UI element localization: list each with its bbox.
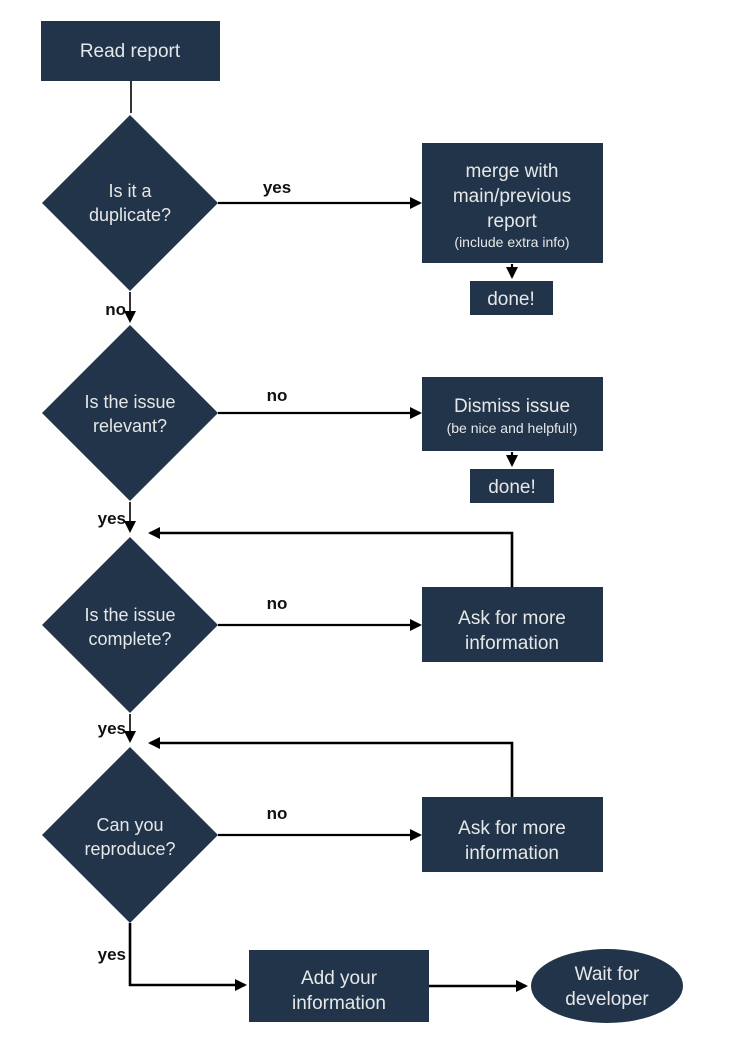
is-duplicate-line2: duplicate?: [89, 205, 171, 225]
decision-is-relevant: Is the issue relevant?: [42, 325, 218, 501]
node-ask-more-info-2: Ask for more information: [422, 797, 603, 872]
ask-more-info-1-line2: information: [465, 633, 559, 654]
wait-for-developer-ellipse: [531, 949, 683, 1023]
edge-label-complete-yes: yes: [98, 719, 126, 738]
done-merge-box: [470, 281, 553, 315]
dismiss-issue-note: (be nice and helpful!): [447, 420, 578, 436]
wait-for-developer-line2: developer: [565, 989, 649, 1010]
ask-more-info-1-box: [422, 587, 603, 662]
edge-reproduce-yes: [128, 923, 247, 991]
is-complete-diamond: [42, 537, 218, 713]
is-complete-line1: Is the issue: [84, 605, 175, 625]
read-report-box: [41, 21, 220, 81]
can-reproduce-diamond: [42, 747, 218, 923]
merge-report-box: [422, 143, 603, 263]
is-relevant-line2: relevant?: [93, 416, 167, 436]
node-done-merge: done!: [470, 281, 553, 315]
is-duplicate-diamond: [42, 115, 218, 291]
edge-label-duplicate-no: no: [105, 300, 126, 319]
decision-is-duplicate: Is it a duplicate?: [42, 115, 218, 291]
is-relevant-line1: Is the issue: [84, 392, 175, 412]
done-merge-label: done!: [487, 289, 535, 310]
node-dismiss-issue: Dismiss issue (be nice and helpful!): [422, 377, 603, 451]
done-dismiss-box: [470, 469, 554, 503]
edge-ask2-loopback: [148, 737, 514, 797]
add-your-info-line2: information: [292, 993, 386, 1014]
ask-more-info-2-line2: information: [465, 843, 559, 864]
merge-report-line3: report: [487, 211, 537, 232]
merge-report-line2: main/previous: [453, 186, 571, 207]
ask-more-info-2-line1: Ask for more: [458, 818, 566, 839]
wait-for-developer-line1: Wait for: [575, 964, 640, 985]
dismiss-issue-line1: Dismiss issue: [454, 396, 570, 417]
read-report-label: Read report: [80, 41, 181, 62]
dismiss-issue-box: [422, 377, 603, 451]
ask-more-info-1-line1: Ask for more: [458, 608, 566, 629]
edge-label-reproduce-yes: yes: [98, 945, 126, 964]
done-dismiss-label: done!: [488, 477, 536, 498]
edge-label-reproduce-no: no: [267, 804, 288, 823]
node-done-dismiss: done!: [470, 469, 554, 503]
edge-labels: yes no no yes no yes no yes: [98, 178, 292, 964]
edge-label-relevant-no: no: [267, 386, 288, 405]
merge-report-note: (include extra info): [454, 234, 569, 250]
edge-ask1-loopback: [148, 527, 514, 587]
node-read-report: Read report: [41, 21, 220, 81]
merge-report-line1: merge with: [466, 161, 559, 182]
decision-is-complete: Is the issue complete?: [42, 537, 218, 713]
node-add-your-info: Add your information: [249, 950, 429, 1022]
can-reproduce-line1: Can you: [96, 815, 163, 835]
is-complete-line2: complete?: [88, 629, 171, 649]
add-your-info-line1: Add your: [301, 968, 378, 989]
edges: [124, 81, 528, 992]
node-wait-for-developer: Wait for developer: [531, 949, 683, 1023]
ask-more-info-2-box: [422, 797, 603, 872]
node-ask-more-info-1: Ask for more information: [422, 587, 603, 662]
node-merge-report: merge with main/previous report (include…: [422, 143, 603, 263]
add-your-info-box: [249, 950, 429, 1022]
decision-can-reproduce: Can you reproduce?: [42, 747, 218, 923]
is-relevant-diamond: [42, 325, 218, 501]
edge-label-relevant-yes: yes: [98, 509, 126, 528]
is-duplicate-line1: Is it a: [108, 181, 152, 201]
edge-label-complete-no: no: [267, 594, 288, 613]
edge-label-duplicate-yes: yes: [263, 178, 291, 197]
can-reproduce-line2: reproduce?: [84, 839, 175, 859]
